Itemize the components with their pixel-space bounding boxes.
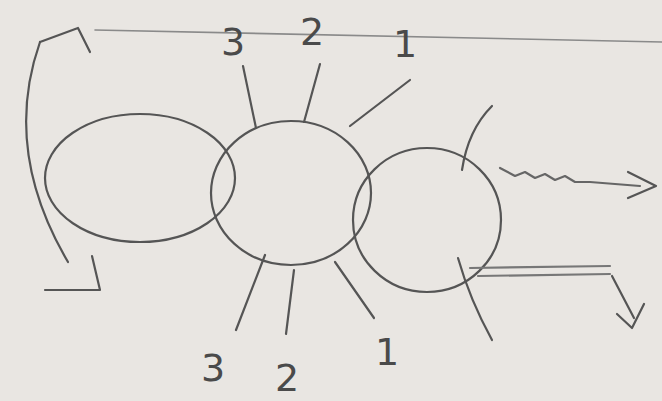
- turn-arrow-head: [45, 256, 100, 290]
- antenna: [462, 106, 492, 170]
- leg: [350, 80, 410, 126]
- callout-number: 1: [375, 333, 399, 371]
- leg: [304, 64, 320, 122]
- callout-number: 1: [393, 25, 417, 63]
- head: [353, 148, 501, 292]
- leg: [286, 270, 294, 334]
- abdomen: [45, 114, 235, 242]
- arrow-head: [628, 172, 656, 198]
- arrow-shaft: [612, 276, 634, 318]
- callout-number: 2: [300, 13, 324, 51]
- leg: [335, 262, 374, 318]
- arrow-head: [617, 304, 644, 328]
- callout-number: 2: [275, 359, 299, 397]
- antenna-line: [470, 266, 610, 276]
- ruled-line: [95, 30, 662, 42]
- leg: [236, 255, 265, 330]
- callout-number: 3: [201, 349, 225, 387]
- turn-arrow: [26, 42, 68, 262]
- turn-arrow-head: [40, 28, 90, 52]
- callout-number: 3: [221, 23, 245, 61]
- antenna: [458, 258, 492, 340]
- leg: [243, 66, 256, 128]
- thorax: [211, 121, 371, 265]
- wavy-antenna: [500, 168, 640, 186]
